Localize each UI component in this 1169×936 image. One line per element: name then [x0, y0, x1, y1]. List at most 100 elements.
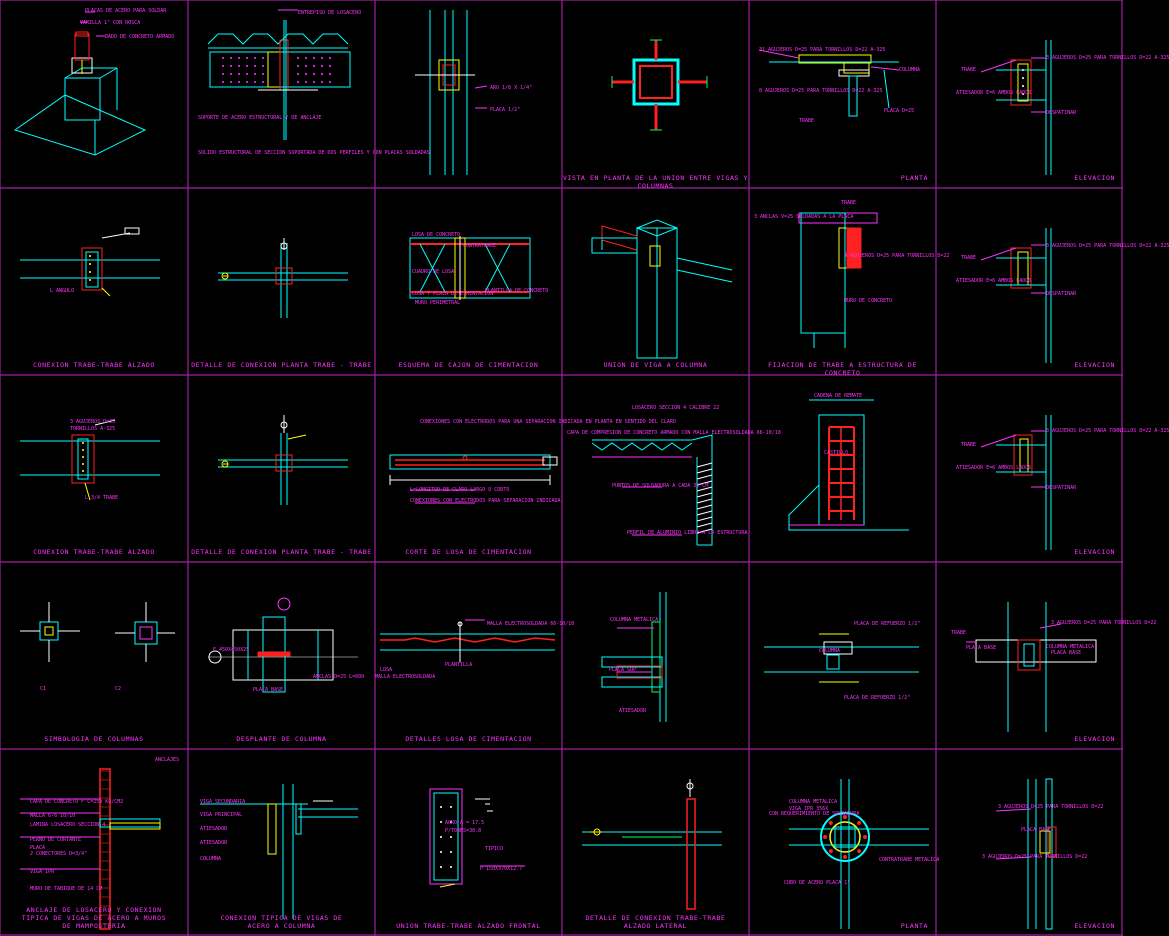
drawing-label: TRABE	[961, 255, 977, 261]
detail-cell-r3-c3: COLUMNA METALICA PLACA SUP ATIESADOR	[562, 562, 749, 749]
detail-drawing	[764, 633, 919, 683]
drawing-label: LAMINA LOSACERO SECCION 4	[30, 822, 106, 828]
drawing-label: MALLA ELECTROSOLDADA 66-10/10	[487, 621, 575, 627]
drawing-label: ANCLAJES	[155, 757, 180, 763]
drawing-label: C1	[40, 686, 47, 692]
drawing-label: PERFIL DE ALUMINIO LIBRE A LA ESTRUCTURA	[627, 530, 748, 536]
drawing-label: PLACA BASE	[966, 645, 997, 651]
detail-drawing	[980, 228, 1052, 363]
drawing-label: DESPATINAR	[1046, 110, 1077, 116]
drawing-label: L=LONGITUD DE CLARO LARGO O CORTO	[410, 487, 510, 493]
detail-caption: ELEVACION	[1074, 548, 1115, 556]
drawing-label: ATIESADOR	[619, 708, 647, 714]
detail-caption: DETALLES LOSA DE CIMENTACION	[405, 735, 532, 743]
drawing-label: PLANTILLA	[445, 662, 473, 668]
drawing-label: TRABE	[841, 200, 857, 206]
detail-drawing	[788, 399, 909, 531]
drawing-label: PLACAS DE ACERO PARA SOLDAR	[85, 8, 167, 14]
drawing-label: DADO DE CONCRETO ARMADO	[105, 34, 175, 40]
drawing-label: TRABE	[961, 67, 977, 73]
drawing-label: PLACA BASE	[1021, 827, 1052, 833]
drawing-label: MALLA 6-6 10/10	[30, 813, 76, 819]
drawing-label: SOLIDO ESTRUCTURAL DE SECCION SOPORTADA …	[198, 150, 430, 156]
detail-drawing	[20, 768, 161, 930]
drawing-label: MURO PERIMETRAL	[415, 300, 461, 306]
drawing-label: C2	[115, 686, 122, 692]
drawing-label: VIGA IPR 356X	[789, 806, 829, 812]
detail-drawing	[591, 434, 713, 546]
drawing-label: COLUMNA	[819, 648, 841, 654]
drawing-label: VIGA SECUNDARIA	[200, 799, 246, 805]
detail-drawing	[380, 619, 556, 662]
drawing-label: DESPATINAR	[1046, 291, 1077, 297]
drawing-label: LOSA DE CONCRETO	[412, 232, 461, 238]
detail-cell-r3-c4: PLACA DE REFUERZO 1/2" COLUMNA PLACA DE RE…	[749, 562, 936, 749]
drawing-label: PUNTOS DE SOLDADURA A CADA 30 CM	[612, 483, 709, 489]
detail-drawing	[611, 39, 708, 131]
drawing-label: LOSA	[380, 667, 393, 673]
drawing-label: CASTILLO	[824, 450, 849, 456]
drawing-label: CAPA DE CONCRETO F'C=250 KG/CM2	[30, 799, 124, 805]
drawing-label: PLACA SUP	[609, 667, 637, 673]
detail-caption: DETALLE DE CONEXION PLANTA TRABE - TRABE	[191, 361, 372, 369]
drawing-label: CADENA DE REMATE	[814, 393, 863, 399]
detail-drawing	[200, 784, 358, 919]
drawing-label: PLACA 1/2"	[490, 107, 521, 113]
drawing-label: COLUMNA METALICA	[1046, 644, 1095, 650]
detail-drawing	[966, 602, 1097, 732]
detail-cell-r0-c4: 31 AGUJEROS D=25 PARA TORNILLOS D=22 A-3…	[749, 0, 936, 188]
detail-caption: CORTE DE LOSA DE CIMENTACION	[405, 548, 532, 556]
drawing-label: PLANTILLA DE CONCRETO	[485, 288, 549, 294]
detail-caption: PLANTA	[900, 922, 928, 930]
detail-drawing	[798, 212, 878, 348]
detail-drawing	[208, 597, 358, 693]
detail-drawing	[389, 454, 558, 504]
drawing-label: MURO DE CONCRETO	[844, 298, 893, 304]
drawing-label: ARO 1/8 X 1/4"	[490, 85, 533, 91]
drawing-label: CON REQUERIMIENTO DE SOLDADURA	[769, 811, 860, 817]
drawing-label: COLUMNA METALICA	[610, 617, 659, 623]
detail-cell-r2-c1: DETALLE DE CONEXION PLANTA TRABE - TRABE	[188, 375, 375, 562]
detail-drawing	[20, 419, 160, 501]
drawing-label: 3 ANCLAS V=25 SOLDADAS A LA PLACA	[754, 214, 854, 220]
drawing-label: PLACA DE REFUERZO 1/2"	[854, 621, 921, 627]
drawing-label: ENTREPISO DE LOSACERO	[298, 10, 362, 16]
drawing-label: 31 AGUJEROS D=25 PARA TORNILLOS D=22 A-3…	[759, 47, 886, 53]
detail-drawing	[789, 779, 929, 929]
drawing-label: CAPA DE COMPRESION DE CONCRETO ARMADO CO…	[567, 430, 781, 436]
drawing-label: VIGA IPR	[30, 869, 55, 875]
detail-caption: ELEVACION	[1074, 174, 1115, 182]
drawing-label: 4 AGUJEROS D=25 PARA TORNILLOS D=22	[844, 253, 950, 259]
detail-caption: CONEXION TIPICA DE VIGAS DE ACERO A COLU…	[220, 914, 343, 930]
detail-drawing	[415, 10, 488, 175]
detail-cell-r2-c2: CONEXIONES CON ELECTRODOS PARA UNA SEPAR…	[375, 375, 676, 562]
detail-drawing	[995, 778, 1057, 930]
detail-caption: UNION TRABE-TRABE ALZADO FRONTAL	[396, 922, 541, 930]
detail-drawing	[582, 779, 722, 910]
detail-drawing	[20, 602, 175, 662]
detail-caption: ELEVACION	[1074, 361, 1115, 369]
detail-cell-r4-c5: 3 AGUJEROS D=25 PARA TORNILLOS D=22 PLACA…	[936, 749, 1123, 936]
drawing-label: TIPICO	[485, 846, 504, 852]
drawing-label: ANCLAS D=25 L=600	[313, 674, 365, 680]
detail-drawing	[218, 238, 348, 318]
drawing-label: 3 AGUJEROS D=25 PARA TORNILLOS D=22	[982, 854, 1088, 860]
detail-drawing	[980, 40, 1052, 175]
detail-drawing	[13, 11, 147, 156]
drawing-label: MURO DE TABIQUE DE 14 CM	[30, 886, 103, 892]
detail-caption: DETALLE DE CONEXION TRABE-TRABE ALZADO L…	[585, 914, 726, 930]
drawing-label: 3 AGUJEROS D=25 PARA TORNILLOS D=22 A-32…	[1046, 243, 1169, 249]
drawing-label: 8 AGUJEROS D=25 PARA TORNILLOS D=22 A-32…	[759, 88, 883, 94]
detail-cell-r4-c3: DETALLE DE CONEXION TRABE-TRABE ALZADO L…	[562, 749, 749, 936]
drawing-label: SOPORTE DE ACERO ESTRUCTURAL Y DE ANCLAJ…	[198, 115, 322, 121]
drawing-label: PLACA DE REFUERZO 1/2"	[844, 695, 911, 701]
detail-caption: UNION DE VIGA A COLUMNA	[603, 361, 708, 369]
